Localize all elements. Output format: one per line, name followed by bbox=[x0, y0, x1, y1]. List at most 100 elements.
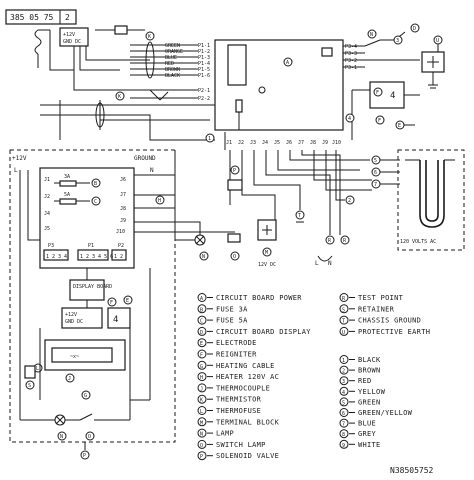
svg-text:J6: J6 bbox=[120, 177, 126, 183]
svg-text:4: 4 bbox=[390, 91, 395, 101]
legend-key: 6 bbox=[342, 411, 345, 417]
reigniter: F 4 F E bbox=[351, 81, 420, 140]
svg-text:+12V: +12V bbox=[65, 312, 77, 318]
svg-text:L: L bbox=[315, 260, 319, 267]
thermistor-symbol: K bbox=[95, 25, 155, 41]
legend-key-badge bbox=[339, 439, 349, 449]
legend-text: CIRCUIT BOARD DISPLAY bbox=[216, 328, 311, 336]
svg-text:P: P bbox=[233, 168, 236, 174]
svg-text:D: D bbox=[413, 26, 416, 32]
legend-symbol-item: T CHASSIS GROUND bbox=[339, 315, 421, 325]
legend-key: N bbox=[200, 432, 203, 438]
legend-key-badge bbox=[197, 417, 207, 427]
svg-text:GND DC: GND DC bbox=[63, 39, 81, 45]
legend-key-badge bbox=[339, 365, 349, 375]
svg-text:P1-1: P1-1 bbox=[198, 43, 210, 49]
legend-key: B bbox=[200, 307, 203, 313]
svg-text:+12V: +12V bbox=[63, 32, 75, 38]
legend-text: BROWN bbox=[358, 367, 381, 375]
legend-key: G bbox=[200, 364, 203, 370]
legend-key: 4 bbox=[342, 390, 345, 396]
legend-key-badge bbox=[197, 315, 207, 325]
svg-text:L: L bbox=[14, 167, 18, 174]
sheet-number: 2 bbox=[65, 13, 70, 22]
svg-text:5A: 5A bbox=[64, 192, 70, 198]
legend-key-badge bbox=[339, 293, 349, 302]
legend-key: 8 bbox=[342, 432, 345, 438]
heater-120v-box: 120 VOLTS AC bbox=[397, 149, 465, 251]
svg-text:N: N bbox=[202, 254, 205, 260]
legend-key-badge bbox=[339, 397, 349, 407]
legend-key-badge bbox=[339, 429, 349, 439]
legend-text: RED bbox=[358, 377, 372, 385]
svg-text:4: 4 bbox=[113, 315, 118, 325]
svg-text:6: 6 bbox=[374, 170, 377, 176]
svg-text:1: 1 bbox=[208, 136, 211, 142]
svg-text:P1-6: P1-6 bbox=[198, 73, 210, 79]
top-connector: +12V GND DC bbox=[59, 27, 89, 47]
legend-text: CHASSIS GROUND bbox=[358, 317, 421, 325]
svg-text:J1: J1 bbox=[226, 140, 232, 146]
svg-text:J5: J5 bbox=[44, 226, 50, 232]
legend-key: D bbox=[200, 330, 203, 336]
svg-text:1 2 3 4: 1 2 3 4 bbox=[46, 254, 67, 260]
legend-key-badge bbox=[339, 326, 349, 336]
svg-text:P1-5: P1-5 bbox=[198, 67, 210, 73]
svg-text:~x~: ~x~ bbox=[70, 354, 79, 360]
p1-wire-group: GREEN ORANGE BLUE RED BROWN BLACK P1-1 P… bbox=[130, 41, 210, 79]
legend-key: 1 bbox=[342, 358, 345, 364]
legend-key: K bbox=[200, 398, 203, 404]
legend-key-badge bbox=[197, 428, 207, 438]
legend-key: U bbox=[342, 330, 345, 336]
svg-text:H: H bbox=[158, 198, 161, 204]
svg-text:P2-2: P2-2 bbox=[198, 96, 210, 102]
svg-text:J3: J3 bbox=[250, 140, 256, 146]
svg-text:2: 2 bbox=[348, 198, 351, 204]
svg-text:F: F bbox=[378, 118, 381, 124]
legend-key-badge bbox=[339, 376, 349, 386]
legend-text: TEST POINT bbox=[358, 294, 404, 302]
svg-text:J2: J2 bbox=[44, 194, 50, 200]
svg-text:P1-3: P1-3 bbox=[198, 55, 210, 61]
legend-key: T bbox=[342, 319, 345, 325]
legend-text: THERMOFUSE bbox=[216, 407, 261, 415]
svg-text:K: K bbox=[148, 34, 151, 40]
p2-pins: P2-1 P2-2 K bbox=[115, 88, 210, 102]
svg-text:P1-4: P1-4 bbox=[198, 61, 210, 67]
wire-number-callouts: 5 6 7 2 4 1 3 bbox=[205, 35, 403, 205]
svg-text:O: O bbox=[88, 434, 91, 440]
legend-text: ELECTRODE bbox=[216, 339, 257, 347]
legend-key-badge bbox=[339, 355, 349, 364]
svg-text:P1: P1 bbox=[88, 243, 94, 249]
legend-component-item: D CIRCUIT BOARD DISPLAY bbox=[197, 326, 311, 336]
svg-text:P2-1: P2-1 bbox=[198, 88, 210, 94]
legend-key: C bbox=[200, 319, 203, 325]
legend-key: M bbox=[200, 420, 203, 426]
svg-text:P2: P2 bbox=[118, 243, 124, 249]
svg-text:J2: J2 bbox=[238, 140, 244, 146]
legend-key: A bbox=[200, 296, 203, 302]
svg-text:O: O bbox=[233, 254, 236, 260]
svg-text:P3-4: P3-4 bbox=[345, 44, 357, 50]
svg-text:J6: J6 bbox=[286, 140, 292, 146]
legend-key-badge bbox=[197, 338, 207, 348]
legend-component-item: G HEATING CABLE bbox=[197, 360, 275, 370]
legend-text: GREEN bbox=[358, 398, 381, 406]
legend-key-badge bbox=[197, 304, 207, 314]
legend-text: RETAINER bbox=[358, 305, 395, 313]
svg-text:J: J bbox=[68, 376, 71, 382]
legend-key-badge bbox=[339, 304, 349, 314]
svg-text:P3-3: P3-3 bbox=[345, 51, 357, 57]
svg-text:4: 4 bbox=[348, 116, 351, 122]
legend-text: HEATING CABLE bbox=[216, 362, 275, 370]
